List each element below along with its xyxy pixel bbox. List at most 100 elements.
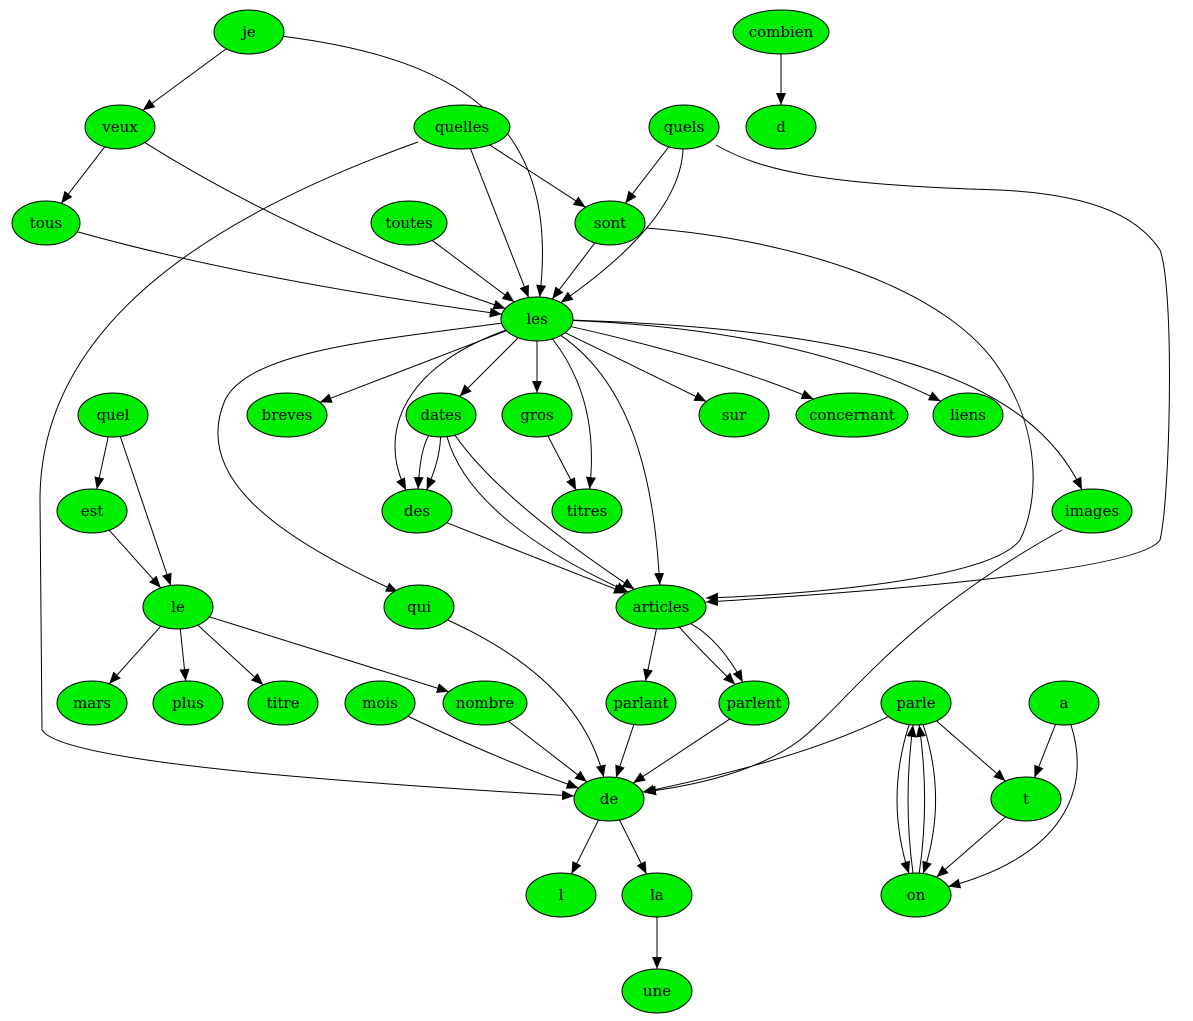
node-quels[interactable]: quels [648, 104, 720, 150]
node-ellipse [213, 9, 285, 55]
node-breves[interactable]: breves [246, 392, 328, 438]
node-parlent[interactable]: parlent [718, 680, 790, 726]
node-ellipse [11, 200, 81, 246]
node-l[interactable]: l [525, 872, 597, 918]
edge-les-to-des [394, 329, 507, 491]
node-les[interactable]: les [500, 296, 574, 342]
node-mois[interactable]: mois [344, 680, 416, 726]
node-ellipse [442, 680, 528, 726]
node-ellipse [795, 392, 909, 438]
edge-quels-to-sont [624, 146, 670, 204]
node-le[interactable]: le [142, 584, 214, 630]
node-ellipse [381, 488, 453, 534]
node-t[interactable]: t [990, 776, 1062, 822]
node-label: parlent [726, 694, 781, 712]
edge-veux-to-tous [60, 146, 106, 204]
node-label: dates [420, 406, 461, 424]
node-dates[interactable]: dates [405, 392, 477, 438]
node-on[interactable]: on [880, 872, 952, 918]
node-label: des [404, 502, 430, 520]
edge-quelles-to-de [39, 141, 575, 801]
node-ellipse [344, 680, 416, 726]
edge-de-to-la [619, 819, 647, 875]
edge-articles-to-parlent [690, 623, 744, 683]
node-articles[interactable]: articles [615, 584, 707, 630]
node-plus[interactable]: plus [152, 680, 224, 726]
edge-sont-to-articles [645, 227, 1034, 603]
edge-dates-to-articles [454, 434, 635, 590]
node-gros[interactable]: gros [501, 392, 573, 438]
node-nombre[interactable]: nombre [442, 680, 528, 726]
edge-sont-to-les [551, 242, 596, 300]
node-qui[interactable]: qui [383, 584, 455, 630]
edge-parle-to-de [642, 716, 889, 795]
node-sur[interactable]: sur [698, 392, 770, 438]
node-images[interactable]: images [1051, 488, 1133, 534]
edge-parlent-to-de [632, 718, 731, 784]
node-ellipse [1051, 488, 1133, 534]
edge-images-to-de [643, 529, 1063, 796]
node-ellipse [990, 776, 1062, 822]
node-quel[interactable]: quel [77, 392, 149, 438]
node-concernant[interactable]: concernant [795, 392, 909, 438]
node-titre[interactable]: titre [247, 680, 319, 726]
node-une[interactable]: une [621, 968, 693, 1014]
node-label: parlant [613, 694, 668, 712]
node-ellipse [152, 680, 224, 726]
node-ellipse [648, 104, 720, 150]
edge-je-to-les [283, 35, 547, 298]
node-ellipse [405, 392, 477, 438]
node-veux[interactable]: veux [84, 104, 156, 150]
node-parlant[interactable]: parlant [605, 680, 677, 726]
node-ellipse [732, 9, 830, 55]
node-a[interactable]: a [1028, 680, 1100, 726]
node-ellipse [880, 680, 952, 726]
node-ellipse [574, 200, 646, 246]
node-quelles[interactable]: quelles [413, 104, 511, 150]
node-tous[interactable]: tous [11, 200, 81, 246]
edge-le-to-titre [197, 624, 264, 686]
node-d[interactable]: d [745, 104, 817, 150]
edge-les-to-images [572, 319, 1083, 490]
node-label: articles [633, 598, 690, 616]
node-label: quel [97, 406, 130, 424]
node-mars[interactable]: mars [56, 680, 128, 726]
node-ellipse [383, 584, 455, 630]
edge-le-to-plus [179, 628, 190, 682]
node-je[interactable]: je [213, 9, 285, 55]
node-parle[interactable]: parle [880, 680, 952, 726]
edge-le-to-mars [108, 625, 162, 685]
edges-layer [39, 35, 1170, 969]
node-ellipse [413, 104, 511, 150]
node-la[interactable]: la [621, 872, 693, 918]
node-est[interactable]: est [56, 488, 128, 534]
edge-parle-to-on [922, 724, 937, 874]
node-toutes[interactable]: toutes [370, 200, 448, 246]
edge-on-to-parle [915, 724, 926, 874]
edge-les-to-articles [560, 335, 665, 586]
node-ellipse [880, 872, 952, 918]
edge-les-to-concernant [570, 326, 814, 400]
edge-de-to-l [571, 819, 599, 875]
node-titres[interactable]: titres [551, 488, 623, 534]
node-ellipse [621, 872, 693, 918]
node-label: liens [950, 406, 986, 424]
node-sont[interactable]: sont [574, 200, 646, 246]
node-label: combien [749, 23, 814, 41]
edge-mois-to-de [407, 715, 579, 789]
node-liens[interactable]: liens [932, 392, 1004, 438]
edge-toutes-to-les [431, 240, 515, 303]
node-combien[interactable]: combien [732, 9, 830, 55]
node-ellipse [1028, 680, 1100, 726]
node-ellipse [247, 680, 319, 726]
node-label: mois [362, 694, 398, 712]
node-label: d [776, 118, 786, 136]
node-des[interactable]: des [381, 488, 453, 534]
node-de[interactable]: de [573, 776, 645, 822]
node-ellipse [142, 584, 214, 630]
edge-dates-to-articles [446, 436, 629, 593]
node-ellipse [56, 488, 128, 534]
node-label: quelles [435, 118, 489, 136]
node-label: t [1023, 790, 1029, 808]
